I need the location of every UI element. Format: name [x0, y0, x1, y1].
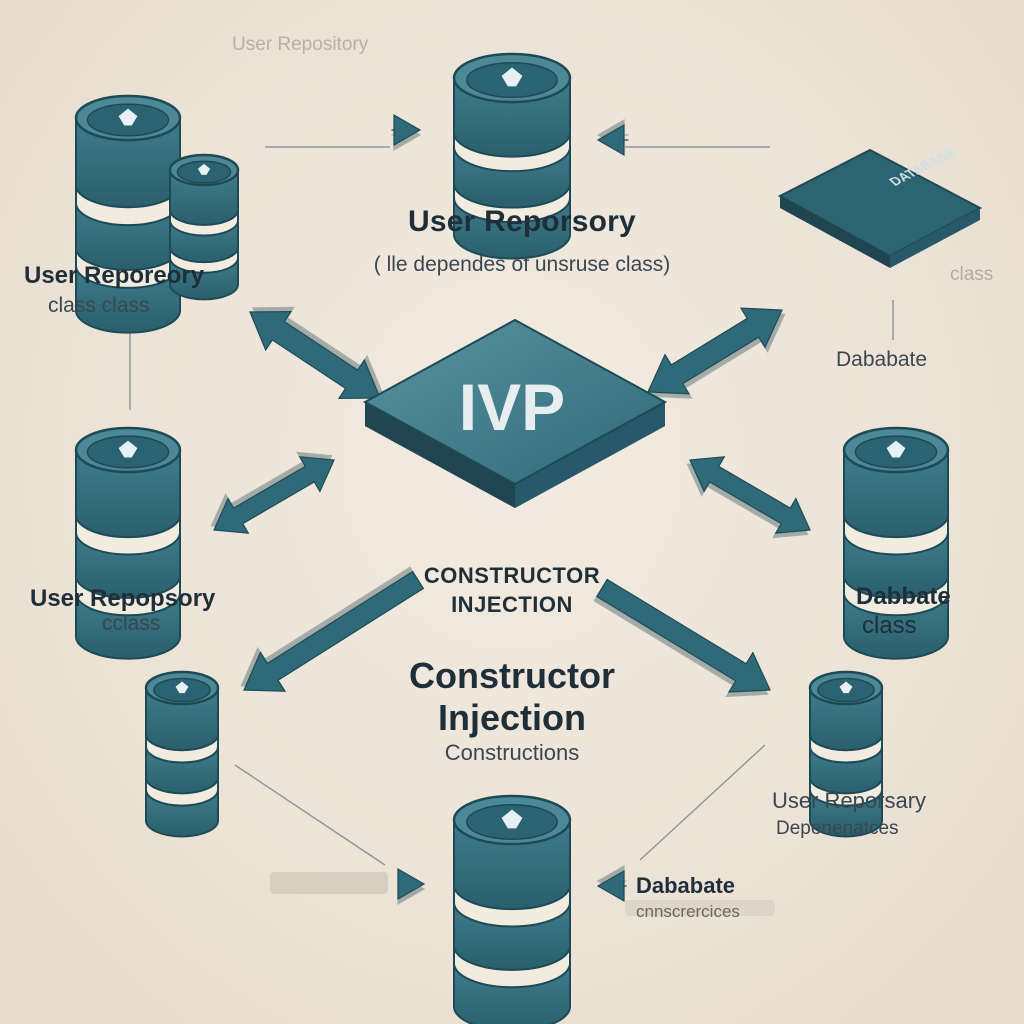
cylinder-emblem-icon	[501, 809, 523, 829]
injection-label: INJECTION	[451, 592, 573, 617]
user-repository-subtitle-top: ( lle dependes of unsruse class)	[373, 253, 671, 276]
mid-right-title: Dabbate	[856, 583, 951, 610]
bottom-database-label: Dababate	[636, 873, 736, 898]
constructor-label: CONSTRUCTOR	[423, 563, 601, 588]
database-top-center	[452, 52, 572, 260]
mid-left-subtitle: cclass	[102, 612, 161, 635]
cylinder-emblem-icon	[175, 681, 189, 694]
database-low-right	[808, 670, 884, 838]
arrow-to-low-right	[593, 578, 771, 697]
bottom-right-title: User Reporsary	[772, 788, 927, 813]
placeholder-bar-left	[270, 872, 388, 894]
cylinder-emblem-icon	[118, 440, 138, 458]
bottom-right-subtitle: Depenenatces	[776, 818, 899, 839]
database-bottom-center	[452, 794, 572, 1024]
database-top-left-large	[74, 94, 182, 334]
right-faint-label: class	[950, 264, 994, 285]
database-low-left	[144, 670, 220, 838]
placeholder-bar-right	[625, 900, 775, 916]
injection-heading: Injection	[437, 697, 586, 738]
arrow-head-top-left	[391, 113, 422, 152]
constructor-heading: Constructor	[409, 655, 615, 696]
mid-right-subtitle: class	[862, 612, 917, 639]
constructions-heading: Constructions	[444, 740, 580, 765]
arrow-center-to-top-left	[249, 306, 384, 400]
cylinder-emblem-icon	[197, 163, 211, 175]
database-top-left-small	[168, 153, 240, 301]
arrow-center-to-mid-left	[210, 451, 335, 534]
cylinder-emblem-icon	[501, 67, 523, 87]
cylinder-emblem-icon	[839, 681, 853, 694]
left-top-title: User Reporeory	[24, 262, 205, 289]
left-top-subtitle: class class	[48, 294, 150, 317]
bottom-database-subtitle: cnnscrercices	[636, 902, 740, 921]
center-node: IVP	[362, 318, 668, 508]
user-repository-title-top: User Reporsory	[408, 205, 636, 238]
arrow-center-to-mid-right	[686, 456, 811, 539]
center-logo-text: IVP	[459, 370, 565, 444]
arrow-to-low-left	[240, 566, 425, 692]
database-mid-left	[74, 426, 182, 660]
flow-arrows	[210, 113, 811, 906]
arrow-head-top-right	[596, 118, 629, 157]
database-cylinders	[74, 52, 950, 1024]
arrow-head-bottom-left	[397, 867, 426, 906]
database-chip-node: DATABASE	[777, 146, 983, 268]
cylinder-emblem-icon	[886, 440, 906, 458]
database-mid-right	[842, 426, 950, 660]
mid-left-title: User Repopsory	[30, 585, 216, 612]
arrow-head-bottom-right	[596, 864, 627, 903]
arrow-center-to-top-right	[647, 307, 786, 399]
faint-top-label: User Repository	[232, 34, 369, 55]
cylinder-emblem-icon	[118, 108, 138, 126]
right-database-label: Dababate	[836, 348, 928, 371]
